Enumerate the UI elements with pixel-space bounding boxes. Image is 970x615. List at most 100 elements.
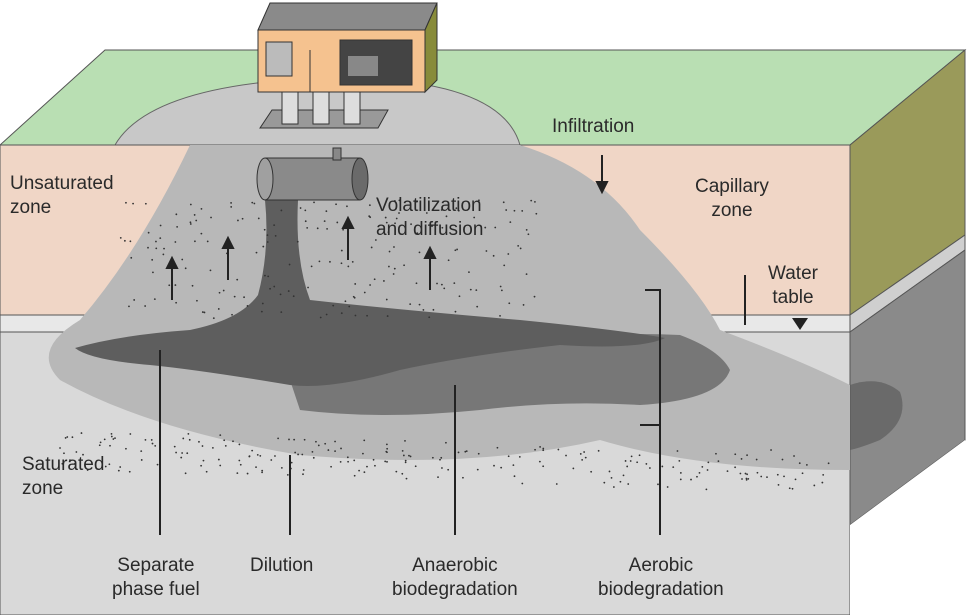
speckle: [522, 304, 525, 306]
speckle: [507, 455, 510, 458]
speckle: [542, 447, 545, 450]
speckle: [144, 202, 147, 205]
speckle: [484, 226, 487, 229]
speckle: [777, 483, 780, 486]
speckle: [248, 455, 251, 458]
speckle: [368, 204, 371, 207]
label-line: zone: [22, 478, 64, 499]
speckle: [386, 460, 388, 463]
speckle: [201, 445, 204, 447]
speckle: [465, 450, 468, 453]
speckle: [98, 444, 101, 447]
speckle: [572, 467, 575, 470]
speckle: [798, 462, 801, 465]
speckle: [542, 465, 545, 468]
speckle: [457, 209, 460, 212]
speckle: [418, 303, 421, 306]
speckle: [388, 250, 391, 253]
speckle: [147, 231, 150, 234]
speckle: [494, 226, 497, 229]
speckle: [745, 477, 748, 480]
speckle: [288, 438, 290, 441]
speckle: [538, 460, 541, 463]
speckle: [666, 486, 669, 488]
side-plume: [850, 381, 903, 450]
speckle: [745, 478, 748, 481]
speckle: [307, 286, 309, 289]
volatilization-arrows: [165, 215, 437, 300]
speckle: [110, 435, 113, 438]
speckle: [705, 488, 708, 491]
speckle: [351, 260, 354, 263]
speckle: [180, 456, 183, 459]
label-line: Saturated: [22, 454, 105, 475]
plume-anaerobic: [290, 334, 730, 415]
speckle: [119, 236, 122, 239]
speckle: [296, 240, 299, 243]
speckle: [354, 283, 357, 285]
speckle: [534, 200, 536, 203]
speckle: [366, 314, 368, 317]
speckle: [297, 453, 300, 456]
speckle: [502, 201, 505, 204]
speckle: [323, 220, 326, 223]
speckle: [200, 464, 203, 467]
speckle: [189, 203, 192, 206]
speckle: [500, 289, 503, 292]
speckle: [159, 224, 162, 227]
speckle: [232, 440, 234, 443]
speckle: [781, 458, 784, 461]
speckle: [440, 209, 443, 211]
speckle: [410, 223, 412, 226]
speckle: [822, 474, 825, 476]
speckle: [539, 446, 541, 448]
speckle: [821, 481, 824, 484]
speckle: [770, 449, 772, 451]
speckle: [280, 467, 283, 469]
speckle: [144, 438, 147, 441]
speckle: [125, 447, 127, 450]
speckle: [64, 437, 67, 439]
speckle: [209, 269, 212, 272]
speckle: [128, 305, 130, 308]
speckle: [373, 278, 376, 281]
speckle: [715, 452, 717, 455]
speckle: [603, 481, 606, 484]
speckle: [422, 309, 425, 311]
speckle: [181, 258, 184, 261]
speckle: [288, 263, 291, 266]
speckle: [755, 458, 758, 461]
speckle: [243, 296, 245, 299]
speckle: [340, 447, 342, 450]
speckle: [184, 472, 187, 475]
speckle: [813, 484, 816, 487]
speckle: [153, 298, 156, 301]
speckle: [262, 245, 265, 248]
speckle: [557, 448, 560, 451]
speckle: [788, 487, 791, 490]
speckle: [257, 217, 260, 220]
speckle: [513, 475, 516, 478]
speckle: [747, 477, 750, 480]
speckle: [475, 289, 478, 292]
gas-station: [257, 2, 438, 129]
speckle: [263, 228, 266, 231]
speckle: [530, 199, 533, 202]
speckle: [791, 487, 794, 490]
speckle: [310, 265, 313, 268]
speckle: [734, 466, 737, 469]
speckle: [827, 462, 830, 465]
label-line: Unsaturated: [10, 173, 114, 194]
speckle: [583, 451, 586, 453]
speckle: [378, 228, 381, 231]
label-line: Anaerobic: [412, 555, 498, 576]
speckle: [706, 469, 709, 471]
speckle: [441, 226, 444, 229]
speckle: [279, 293, 282, 296]
speckle: [385, 443, 388, 446]
speckle: [301, 453, 304, 456]
speckle: [493, 464, 495, 467]
speckle: [99, 441, 102, 444]
speckle: [339, 460, 342, 463]
